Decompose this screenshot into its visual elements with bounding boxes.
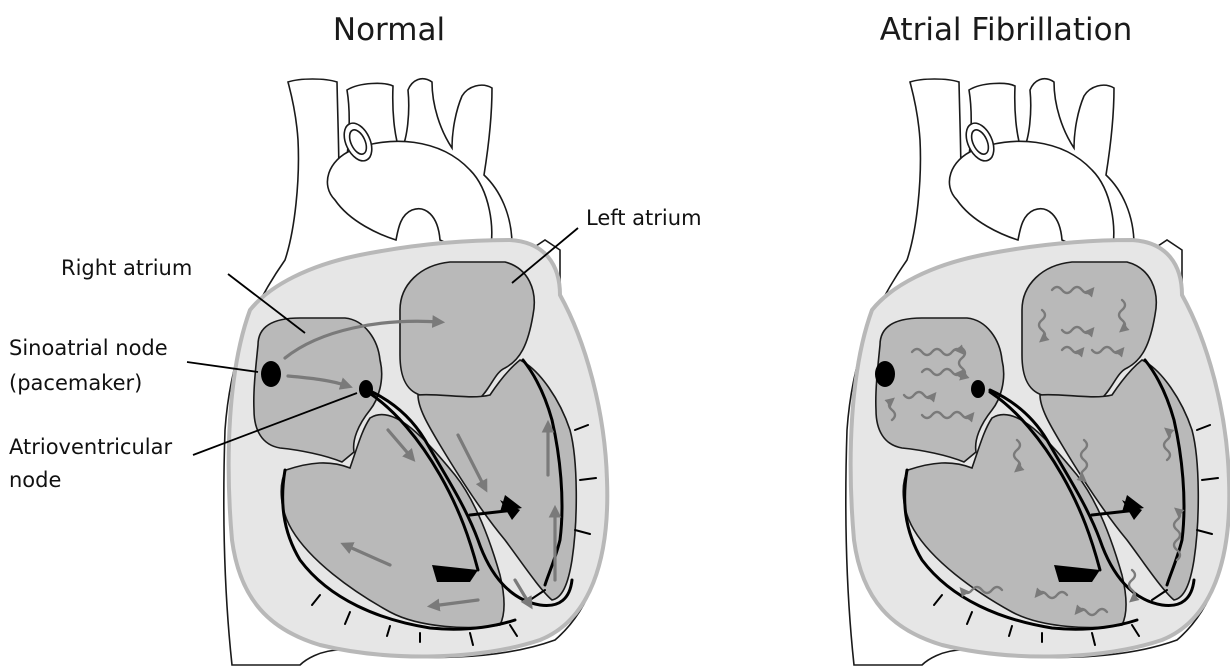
label-av-node-line1: Atrioventricular (9, 435, 172, 459)
av-node (359, 380, 373, 398)
sa-node (261, 361, 281, 387)
title-atrial-fibrillation: Atrial Fibrillation (880, 12, 1132, 48)
label-sa-node-line1: Sinoatrial node (9, 336, 168, 360)
heart-normal (224, 79, 607, 665)
label-left-atrium: Left atrium (586, 206, 702, 230)
label-sa-node-line2: (pacemaker) (9, 371, 142, 395)
heart-atrial-fibrillation (846, 79, 1229, 665)
title-normal: Normal (333, 12, 445, 48)
av-node-afib (971, 380, 985, 398)
label-right-atrium: Right atrium (61, 256, 192, 280)
sa-node-afib (875, 361, 895, 387)
label-av-node-line2: node (9, 468, 61, 492)
